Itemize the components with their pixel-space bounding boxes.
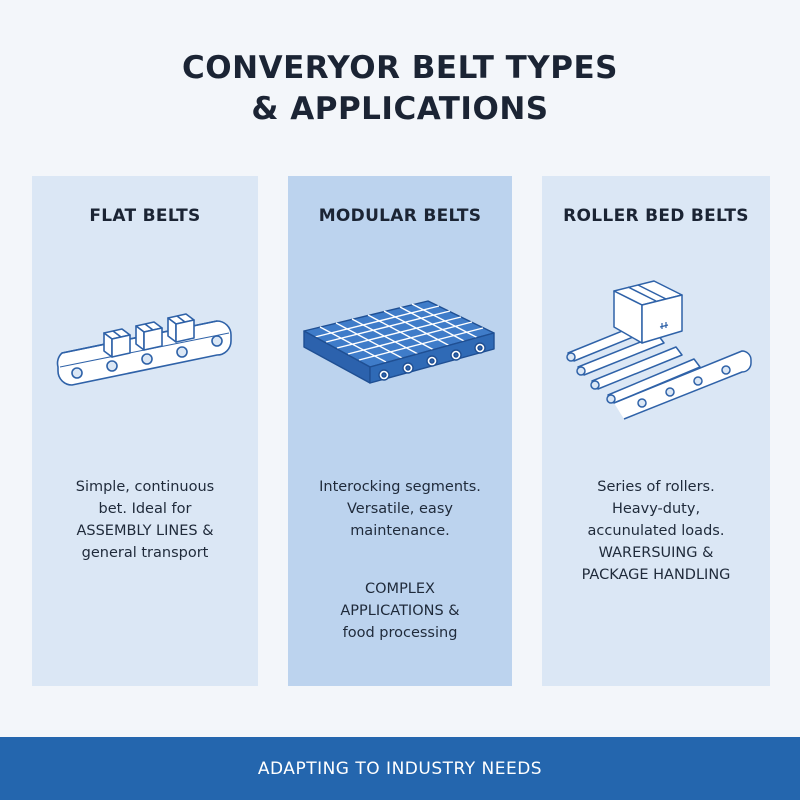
roller-bed-desc-line-1: Series of rollers.: [597, 479, 715, 495]
flat-belts-desc-line-2: bet. Ideal for: [98, 501, 192, 517]
roller-bed-desc-line-4: WARERSUING &: [598, 545, 714, 561]
roller-bed-belts-description: Series of rollers. Heavy-duty, accunulat…: [548, 476, 764, 586]
modular-belts-app-line-2: APPLICATIONS &: [340, 603, 460, 619]
modular-belts-applications: COMPLEX APPLICATIONS & food processing: [294, 578, 506, 644]
page-title: CONVERYOR BELT TYPES & APPLICATIONS: [0, 48, 800, 130]
flat-belt-conveyor-icon: [56, 313, 232, 386]
modular-belts-desc-line-2: Versatile, easy: [347, 501, 453, 517]
footer-text: ADAPTING TO INDUSTRY NEEDS: [257, 759, 543, 779]
modular-belts-panel: MODULAR BELTS: [288, 176, 512, 686]
modular-belts-description: Interocking segments. Versatile, easy ma…: [294, 476, 506, 542]
flat-belts-description: Simple, continuous bet. Ideal for ASSEMB…: [38, 476, 252, 564]
roller-bed-desc-line-2: Heavy-duty,: [611, 501, 701, 517]
page-title-line-1: CONVERYOR BELT TYPES: [182, 50, 618, 86]
footer-banner: ADAPTING TO INDUSTRY NEEDS: [0, 737, 800, 800]
modular-belt-conveyor-icon: [303, 300, 495, 384]
flat-belts-desc-line-1: Simple, continuous: [75, 479, 215, 495]
roller-bed-belts-title: ROLLER BED BELTS: [563, 206, 749, 226]
modular-belts-title: MODULAR BELTS: [318, 206, 482, 226]
flat-belts-title: FLAT BELTS: [89, 206, 201, 226]
roller-bed-belts-panel: ROLLER BED BELTS: [542, 176, 770, 686]
modular-belts-app-line-1: COMPLEX: [365, 581, 435, 597]
flat-belts-panel: FLAT BELTS: [32, 176, 258, 686]
roller-bed-desc-line-3: accunulated loads.: [587, 523, 725, 539]
modular-belts-desc-line-3: maintenance.: [350, 523, 450, 539]
flat-belts-desc-line-3: ASSEMBLY LINES &: [76, 523, 214, 539]
roller-bed-desc-line-5: PACKAGE HANDLING: [581, 567, 731, 583]
modular-belts-desc-line-1: Interocking segments.: [319, 479, 481, 495]
modular-belts-app-line-3: food processing: [342, 625, 458, 641]
flat-belts-desc-line-4: general transport: [81, 545, 209, 561]
page-title-line-2: & APPLICATIONS: [251, 91, 549, 127]
roller-bed-conveyor-icon: [566, 280, 752, 420]
